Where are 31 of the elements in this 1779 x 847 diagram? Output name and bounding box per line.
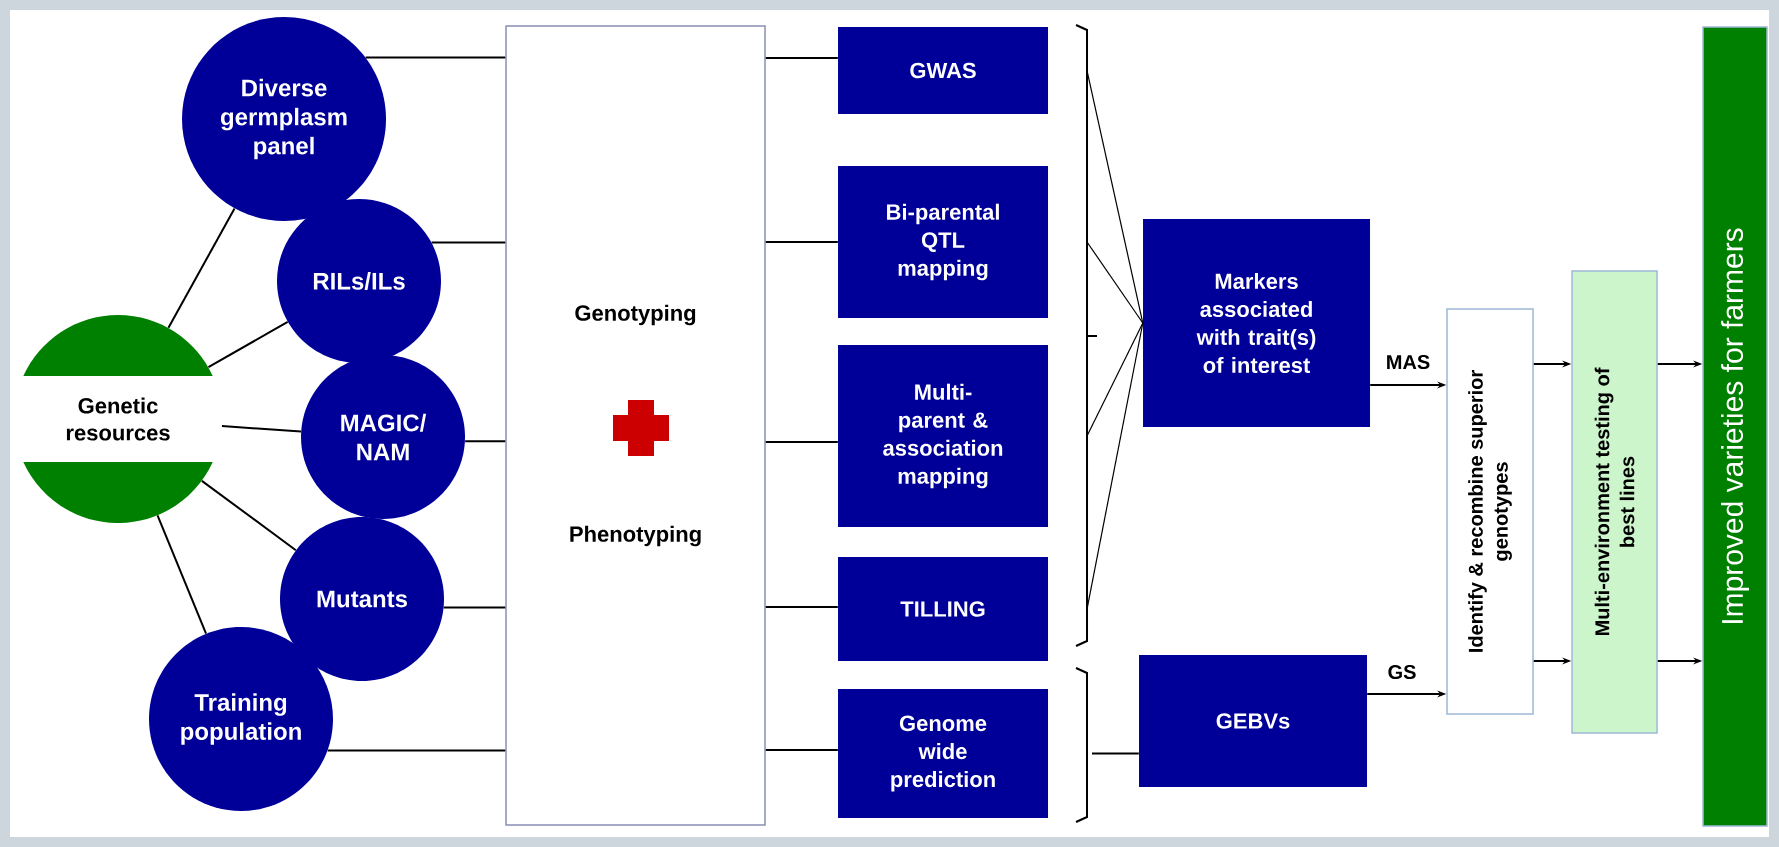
connector-line <box>764 606 839 608</box>
connector-line <box>764 441 839 443</box>
process-box: Identify & recombine superior genotypes <box>1446 308 1534 715</box>
method-box: TILLING <box>838 557 1048 661</box>
connector-line <box>1086 69 1144 324</box>
connector-line <box>1086 322 1144 437</box>
method-box: Multi-parent & association mapping <box>838 345 1048 527</box>
connector-line <box>326 749 507 752</box>
connector-line <box>220 425 302 433</box>
connector-line <box>442 606 507 609</box>
connector-line <box>1086 241 1144 324</box>
outcome-bar: Improved varieties for farmers <box>1702 26 1768 827</box>
connector-line <box>430 241 507 244</box>
connector-line <box>764 749 839 751</box>
connector-line <box>764 241 839 243</box>
method-box: GEBVs <box>1139 655 1367 787</box>
method-box: Markers associated with trait(s) of interest <box>1143 219 1370 427</box>
connector-line <box>167 207 236 329</box>
method-box: GWAS <box>838 27 1048 114</box>
connector-line <box>364 56 507 59</box>
connector-line <box>464 440 507 443</box>
connector-line <box>764 57 839 59</box>
connector-line <box>1091 752 1140 755</box>
connector-line <box>1086 322 1144 610</box>
method-box: Bi-parental QTL mapping <box>838 166 1048 318</box>
connector-line <box>200 479 297 552</box>
method-box: Genome wide prediction <box>838 689 1048 818</box>
connector-line <box>207 320 289 369</box>
process-box: Genotyping Phenotyping <box>505 25 766 826</box>
connector-line <box>156 514 208 635</box>
process-box: Multi-environment testing of best lines <box>1571 270 1658 734</box>
